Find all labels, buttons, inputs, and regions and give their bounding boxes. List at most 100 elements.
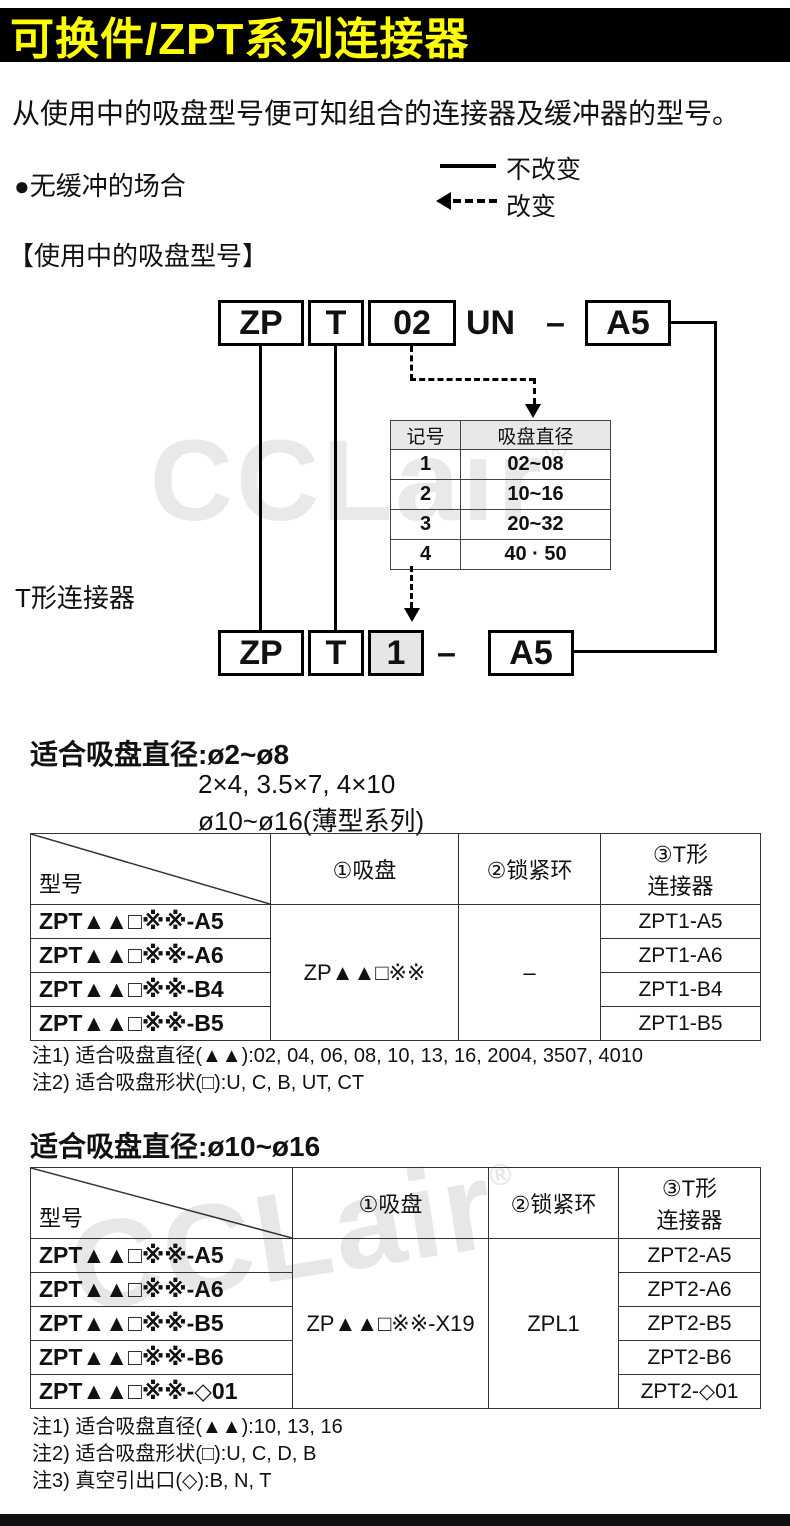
- model-segment-un: UN: [466, 303, 516, 342]
- t-connector-label: T形连接器: [15, 583, 135, 613]
- model-in-use-label: 【使用中的吸盘型号】: [8, 241, 269, 271]
- legend-arrow-left-icon: [436, 192, 451, 210]
- model-cell: ZPT▲▲□※※-B4: [30, 972, 271, 1007]
- table-row: ZPT▲▲□※※-A5 ZP▲▲□※※-X19 ZPL1 ZPT2-A5: [30, 1238, 761, 1409]
- pad-cell: ZP▲▲□※※: [270, 904, 459, 1041]
- lookup-row: 3 20~32: [390, 509, 611, 540]
- table-row: ZPT▲▲□※※-B5 ZPT1-B5: [30, 1006, 761, 1041]
- col-header-pad: ①吸盘: [270, 833, 459, 905]
- lock-ring-cell: ZPL1: [488, 1238, 619, 1409]
- corner-header-cell: 型号: [30, 833, 271, 905]
- spec-table-1: 型号 ①吸盘 ②锁紧环 ③T形 连接器 ZPT▲▲□※※-A5 ZP▲▲□※※ …: [30, 833, 761, 1041]
- col-header-t-connector-line2: 连接器: [656, 1208, 723, 1233]
- connector-cell: ZPT1-B4: [600, 972, 761, 1007]
- legend-change-label: 改变: [506, 193, 557, 221]
- connector-cell: ZPT2-B6: [618, 1340, 761, 1375]
- page-header: 可换件/ZPT系列连接器: [0, 8, 790, 64]
- lock-ring-cell: –: [458, 904, 601, 1041]
- connector-cell: ZPT2-B5: [618, 1306, 761, 1341]
- lookup-diameter: 20~32: [460, 509, 611, 540]
- col-header-t-connector-line1: ③T形: [661, 1176, 718, 1201]
- note-line: 注1) 适合吸盘直径(▲▲):10, 13, 16: [32, 1416, 343, 1438]
- col-header-lock-ring: ②锁紧环: [458, 833, 601, 905]
- spec-header-row: 型号 ①吸盘 ②锁紧环 ③T形 连接器: [30, 833, 761, 905]
- connector-line-a5-2: [714, 321, 717, 653]
- arrow-down-icon: [404, 608, 420, 622]
- corner-header-cell: 型号: [30, 1167, 293, 1239]
- section2-title: 适合吸盘直径:ø10~ø16: [30, 1131, 321, 1162]
- connector-cell: ZPT2-A6: [618, 1272, 761, 1307]
- lookup-diameter: 10~16: [460, 479, 611, 510]
- connector-line-zp: [259, 346, 262, 630]
- intro-text: 从使用中的吸盘型号便可知组合的连接器及缓冲器的型号。: [12, 98, 741, 129]
- section1-subtitle-1: 2×4, 3.5×7, 4×10: [198, 769, 396, 799]
- pad-cell: ZP▲▲□※※-X19: [292, 1238, 489, 1409]
- table-row: ZPT▲▲□※※-B5 ZPT2-B5: [30, 1306, 761, 1341]
- diagonal-divider: [31, 1168, 292, 1238]
- model-box-zp-top: ZP: [218, 300, 304, 346]
- lookup-symbol: 4: [390, 539, 461, 570]
- model-box-size-bottom: 1: [368, 630, 424, 676]
- section1-title: 适合吸盘直径:ø2~ø8: [30, 739, 290, 770]
- model-cell: ZPT▲▲□※※-A6: [30, 1272, 293, 1307]
- section1-subtitle-2: ø10~ø16(薄型系列): [198, 806, 425, 836]
- change-dashed-line-3: [533, 378, 536, 404]
- table-row: ZPT▲▲□※※-A5 ZP▲▲□※※ – ZPT1-A5: [30, 904, 761, 1041]
- col-header-t-connector: ③T形 连接器: [600, 833, 761, 905]
- legend-solid-line: [440, 164, 496, 168]
- diagonal-divider: [31, 834, 270, 904]
- corner-label: 型号: [39, 1206, 84, 1231]
- note-line: 注2) 适合吸盘形状(□):U, C, B, UT, CT: [32, 1072, 365, 1094]
- lookup-row: 4 40 · 50: [390, 539, 611, 570]
- model-cell: ZPT▲▲□※※-A5: [30, 1238, 293, 1273]
- note-line: 注3) 真空引出口(◇):B, N, T: [32, 1470, 272, 1492]
- page-title: 可换件/ZPT系列连接器: [10, 15, 470, 64]
- model-box-t-bottom: T: [308, 630, 364, 676]
- model-cell: ZPT▲▲□※※-A5: [30, 904, 271, 939]
- connector-line-a5-1: [671, 321, 717, 324]
- col-header-lock-ring: ②锁紧环: [488, 1167, 619, 1239]
- connector-cell: ZPT1-B5: [600, 1006, 761, 1041]
- connector-cell: ZPT2-◇01: [618, 1374, 761, 1409]
- table-row: ZPT▲▲□※※-◇01 ZPT2-◇01: [30, 1374, 761, 1409]
- col-header-t-connector-line1: ③T形: [652, 842, 709, 867]
- change-dashed-line-2: [410, 378, 535, 381]
- pad-diameter-lookup-table: 记号 吸盘直径 1 02~08 2 10~16 3 20~32 4 40 · 5…: [390, 420, 611, 570]
- table-row: ZPT▲▲□※※-A6 ZPT1-A6: [30, 938, 761, 973]
- model-cell: ZPT▲▲□※※-◇01: [30, 1374, 293, 1409]
- model-cell: ZPT▲▲□※※-B5: [30, 1306, 293, 1341]
- lookup-header-row: 记号 吸盘直径: [390, 420, 611, 450]
- note-line: 注1) 适合吸盘直径(▲▲):02, 04, 06, 08, 10, 13, 1…: [32, 1045, 644, 1067]
- spec-header-row: 型号 ①吸盘 ②锁紧环 ③T形 连接器: [30, 1167, 761, 1239]
- model-box-size-top: 02: [368, 300, 456, 346]
- lookup-symbol: 2: [390, 479, 461, 510]
- model-box-a5-top: A5: [585, 300, 671, 346]
- connector-cell: ZPT2-A5: [618, 1238, 761, 1273]
- col-header-t-connector: ③T形 连接器: [618, 1167, 761, 1239]
- corner-label: 型号: [39, 872, 84, 897]
- col-header-t-connector-line2: 连接器: [647, 874, 714, 899]
- change-dashed-line-1: [410, 346, 413, 380]
- lookup-diameter: 02~08: [460, 449, 611, 480]
- lookup-col-symbol: 记号: [390, 420, 461, 450]
- model-cell: ZPT▲▲□※※-A6: [30, 938, 271, 973]
- model-cell: ZPT▲▲□※※-B5: [30, 1006, 271, 1041]
- connector-line-a5-3: [574, 650, 717, 653]
- table-row: ZPT▲▲□※※-B6 ZPT2-B6: [30, 1340, 761, 1375]
- lookup-row: 2 10~16: [390, 479, 611, 510]
- arrow-down-icon: [525, 404, 541, 418]
- lookup-col-diameter: 吸盘直径: [460, 420, 611, 450]
- model-box-a5-bottom: A5: [488, 630, 574, 676]
- lookup-symbol: 1: [390, 449, 461, 480]
- legend-no-change-label: 不改变: [506, 156, 582, 184]
- col-header-pad: ①吸盘: [292, 1167, 489, 1239]
- connector-cell: ZPT1-A6: [600, 938, 761, 973]
- lookup-row: 1 02~08: [390, 449, 611, 480]
- model-box-zp-bottom: ZP: [218, 630, 304, 676]
- bottom-divider-bar: [0, 1514, 790, 1526]
- model-dash-bottom: –: [437, 633, 456, 672]
- legend-dashed-line: [453, 199, 497, 203]
- model-box-t-top: T: [308, 300, 364, 346]
- note-line: 注2) 适合吸盘形状(□):U, C, D, B: [32, 1443, 317, 1465]
